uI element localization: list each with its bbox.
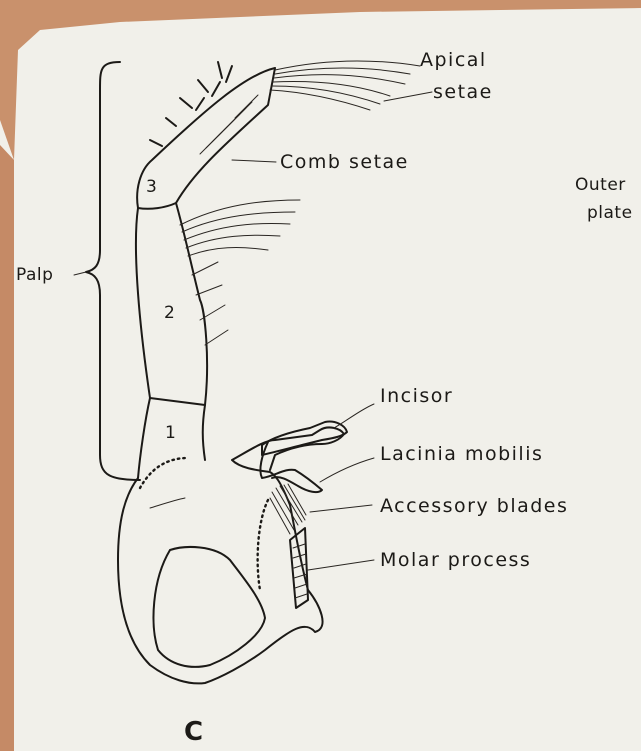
label-outer: Outer xyxy=(575,175,626,195)
label-molar-process: Molar process xyxy=(380,549,531,571)
panel-letter: C xyxy=(184,717,203,747)
segment-number-3: 3 xyxy=(146,177,157,197)
label-accessory-blades: Accessory blades xyxy=(380,495,568,517)
label-plate: plate xyxy=(587,203,633,223)
label-setae: setae xyxy=(433,81,493,103)
label-incisor: Incisor xyxy=(380,385,453,407)
label-apical: Apical xyxy=(420,49,487,71)
segment-number-2: 2 xyxy=(164,303,175,323)
label-lacinia-mobilis: Lacinia mobilis xyxy=(380,443,543,465)
segment-number-1: 1 xyxy=(165,423,176,443)
label-palp: Palp xyxy=(16,265,53,285)
label-comb-setae: Comb setae xyxy=(280,151,409,173)
